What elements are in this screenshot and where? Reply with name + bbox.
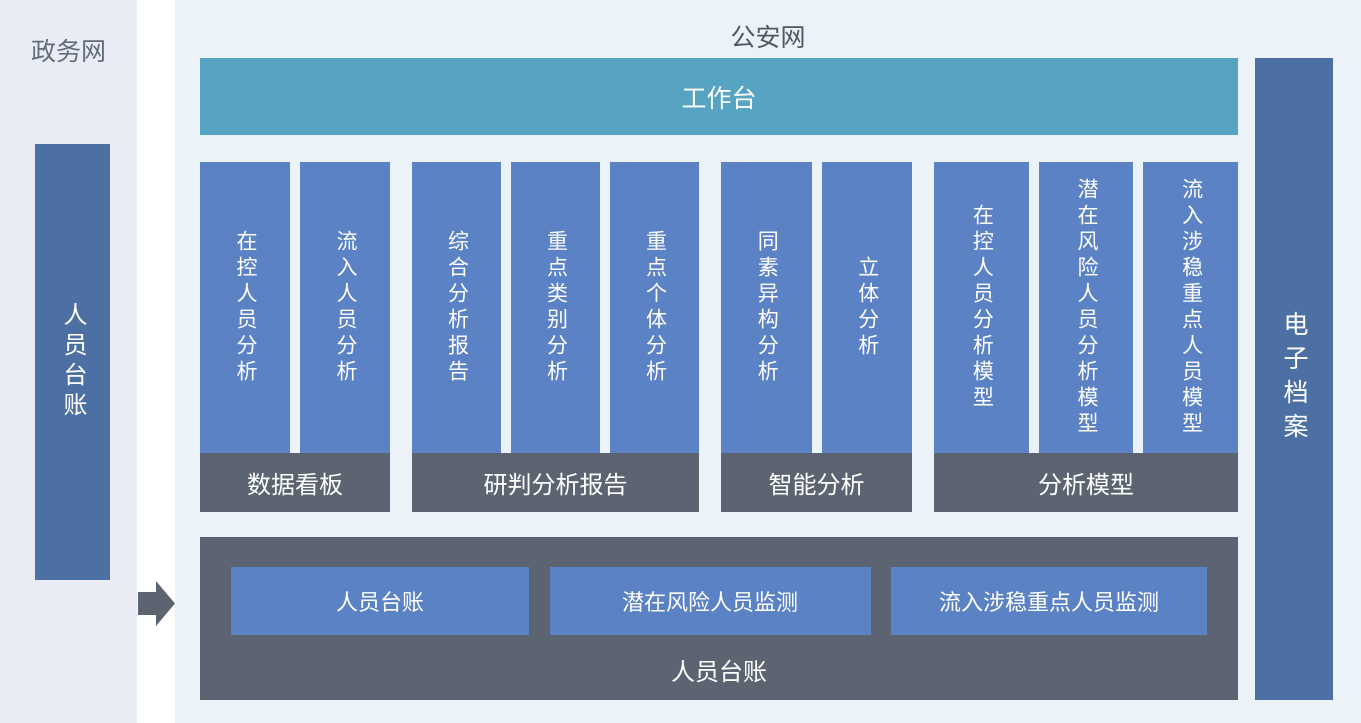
flow-arrow bbox=[137, 580, 175, 626]
group-analysis-models-bars: 在控人员分析模型 潜在风险人员分析模型 流入涉稳重点人员模型 bbox=[934, 162, 1239, 453]
right-arrow-icon bbox=[137, 580, 175, 626]
group-footer: 研判分析报告 bbox=[412, 453, 699, 512]
group-analysis-report: 综合分析报告 重点类别分析 重点个体分析 研判分析报告 bbox=[412, 162, 699, 512]
group-intelligent-analysis: 同素异构分析 立体分析 智能分析 bbox=[721, 162, 912, 512]
government-network-panel: 政务网 人员台账 bbox=[0, 0, 137, 723]
module-bar-label: 流入人员分析 bbox=[334, 229, 357, 386]
electronic-archive-bar: 电子档案 bbox=[1255, 58, 1333, 700]
module-bar-label: 立体分析 bbox=[855, 255, 879, 360]
module-bar: 重点个体分析 bbox=[610, 162, 699, 453]
module-bar: 在控人员分析 bbox=[200, 162, 290, 453]
module-bar: 同素异构分析 bbox=[721, 162, 812, 453]
group-analysis-models: 在控人员分析模型 潜在风险人员分析模型 流入涉稳重点人员模型 分析模型 bbox=[934, 162, 1239, 512]
group-data-dashboard-bars: 在控人员分析 流入人员分析 bbox=[200, 162, 390, 453]
module-bar-label: 同素异构分析 bbox=[755, 229, 779, 386]
module-bar: 流入人员分析 bbox=[300, 162, 390, 453]
group-intelligent-analysis-bars: 同素异构分析 立体分析 bbox=[721, 162, 912, 453]
module-bar: 流入涉稳重点人员模型 bbox=[1143, 162, 1239, 453]
inflow-key-person-monitoring-button-label: 流入涉稳重点人员监测 bbox=[938, 590, 1159, 615]
workbench-label: 工作台 bbox=[681, 84, 757, 113]
government-network-title: 政务网 bbox=[30, 38, 106, 66]
module-groups: 在控人员分析 流入人员分析 数据看板 综合分析报告 重点类别分析 重点个体分析 bbox=[200, 162, 1239, 512]
group-footer: 分析模型 bbox=[934, 453, 1238, 512]
group-data-dashboard: 在控人员分析 流入人员分析 数据看板 bbox=[200, 162, 390, 512]
module-bar: 在控人员分析模型 bbox=[934, 162, 1029, 453]
module-bar-label: 综合分析报告 bbox=[445, 229, 469, 386]
module-bar: 重点类别分析 bbox=[511, 162, 600, 453]
personnel-ledger-panel-label: 人员台账 bbox=[671, 659, 767, 686]
group-footer-label: 分析模型 bbox=[1038, 472, 1134, 499]
group-footer-label: 数据看板 bbox=[247, 472, 343, 499]
group-analysis-report-bars: 综合分析报告 重点类别分析 重点个体分析 bbox=[412, 162, 699, 453]
potential-risk-monitoring-button: 潜在风险人员监测 bbox=[549, 567, 871, 635]
module-bar: 立体分析 bbox=[821, 162, 912, 453]
module-bar-label: 在控人员分析 bbox=[234, 229, 257, 386]
module-bar: 潜在风险人员分析模型 bbox=[1038, 162, 1134, 453]
personnel-ledger-panel: 人员台账 潜在风险人员监测 流入涉稳重点人员监测 人员台账 bbox=[200, 537, 1238, 700]
public-security-network-panel: 公安网 工作台 在控人员分析 流入人员分析 数据看板 综合分析报告 bbox=[175, 0, 1361, 723]
module-bar-label: 重点类别分析 bbox=[544, 229, 568, 386]
group-footer: 智能分析 bbox=[721, 453, 912, 512]
personnel-ledger-side-bar: 人员台账 bbox=[35, 144, 110, 580]
workbench-bar: 工作台 bbox=[200, 58, 1238, 135]
group-footer-label: 智能分析 bbox=[768, 472, 865, 499]
public-security-network-title: 公安网 bbox=[730, 24, 806, 52]
inflow-key-person-monitoring-button: 流入涉稳重点人员监测 bbox=[891, 567, 1207, 635]
personnel-ledger-button: 人员台账 bbox=[231, 567, 529, 635]
module-bar-label: 重点个体分析 bbox=[643, 229, 667, 386]
electronic-archive-bar-label: 电子档案 bbox=[1280, 311, 1308, 447]
group-footer: 数据看板 bbox=[200, 453, 390, 512]
potential-risk-monitoring-button-label: 潜在风险人员监测 bbox=[621, 590, 798, 615]
personnel-ledger-side-bar-label: 人员台账 bbox=[59, 302, 86, 422]
personnel-ledger-buttons: 人员台账 潜在风险人员监测 流入涉稳重点人员监测 bbox=[231, 567, 1207, 635]
module-bar-label: 潜在风险人员分析模型 bbox=[1075, 177, 1098, 438]
module-bar-label: 在控人员分析模型 bbox=[970, 203, 994, 412]
group-footer-label: 研判分析报告 bbox=[483, 472, 628, 499]
personnel-ledger-button-label: 人员台账 bbox=[335, 590, 424, 615]
module-bar: 综合分析报告 bbox=[412, 162, 501, 453]
module-bar-label: 流入涉稳重点人员模型 bbox=[1179, 177, 1203, 438]
